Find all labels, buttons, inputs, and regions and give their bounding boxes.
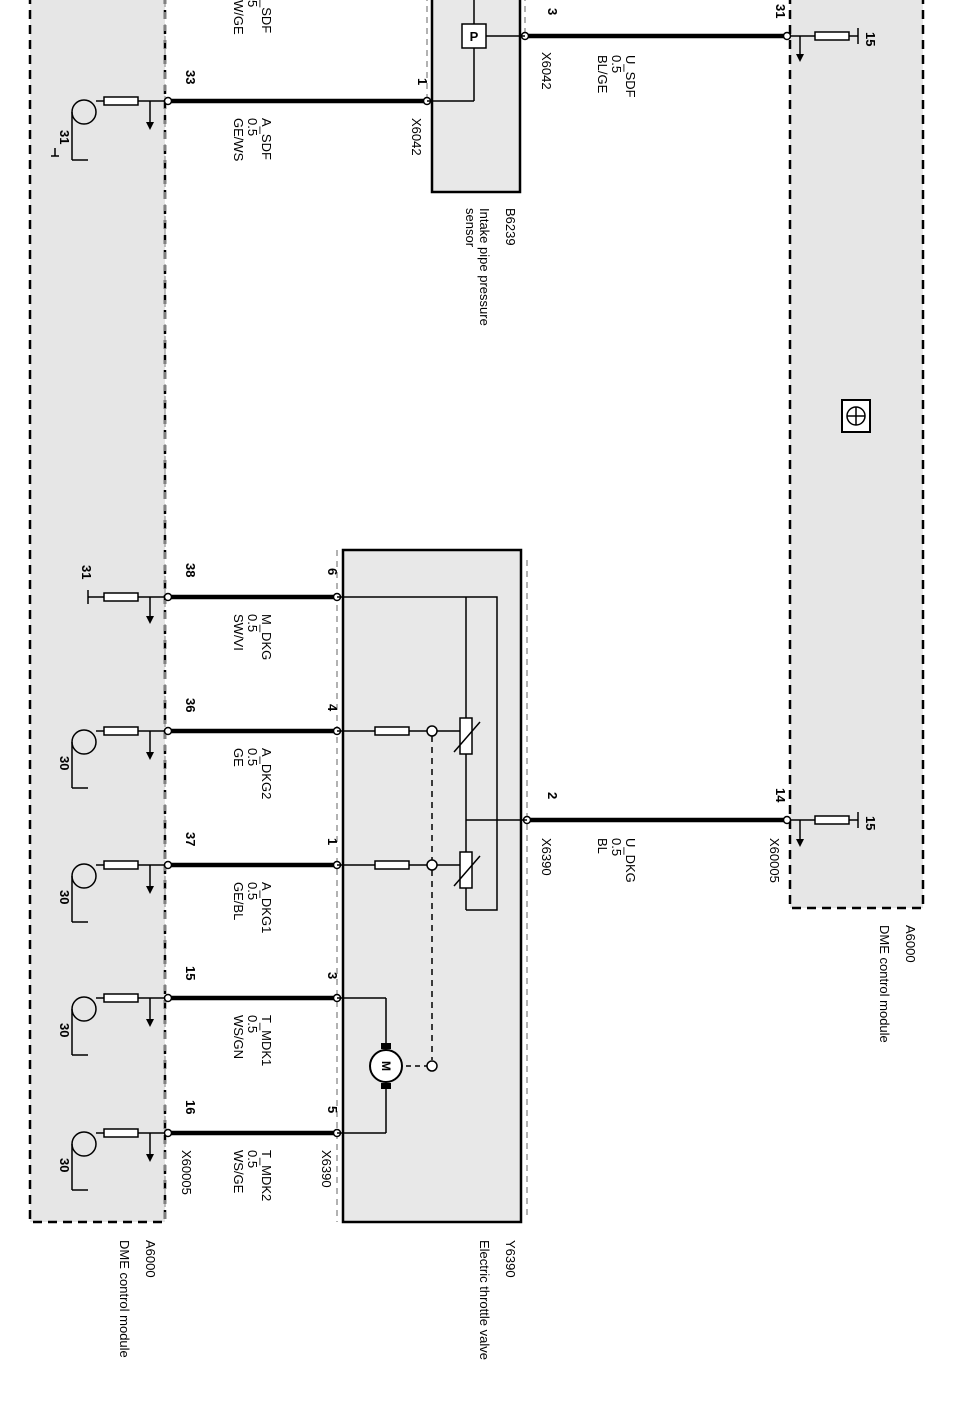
wire-size: 0.5	[245, 748, 260, 766]
resistor-icon	[87, 590, 165, 624]
dme-pin-number: 15	[183, 966, 198, 980]
device-pin-number: 1	[415, 78, 430, 85]
wire-color: GE/WS	[231, 118, 246, 162]
wire-signal: A_DKG2	[259, 748, 274, 799]
supply-label: 15	[863, 816, 878, 830]
sensor-name: sensor	[463, 208, 478, 248]
connector-pins	[163, 31, 792, 1138]
wire-color: WS/GE	[231, 1150, 246, 1194]
throttle-name: Electric throttle valve	[477, 1240, 492, 1360]
device-pin-number: 3	[325, 972, 340, 979]
potentiometer-icon	[459, 851, 473, 889]
transistor-icon	[71, 726, 165, 789]
transistor-icon	[51, 96, 165, 161]
dme-pin-number: 16	[183, 1100, 198, 1114]
pressure-sensor-icon: P	[427, 0, 525, 102]
wire-size: 0.5	[245, 1150, 260, 1168]
device-pin-number: 2	[545, 792, 560, 799]
wire-color: BL/GE	[595, 55, 610, 94]
device-pin-number: 3	[545, 8, 560, 15]
device-pin-number: 1	[325, 838, 340, 845]
dme-pin-number: 38	[183, 563, 198, 577]
wire-size: 5	[245, 0, 260, 7]
wire-size: 0.5	[245, 118, 260, 136]
dme-right-id: A6000	[903, 925, 918, 963]
sensor-name: Intake pipe pressure	[477, 208, 492, 326]
wire-color: BL	[595, 838, 610, 854]
wire-color: W/GE	[231, 0, 246, 35]
supply-label: 31	[79, 565, 94, 579]
device-pin-number: 4	[325, 704, 340, 712]
dme-pin-number: 37	[183, 832, 198, 846]
pressure-symbol-label: P	[470, 29, 479, 44]
connector-id: X6390	[539, 838, 554, 876]
wire-size: 0.5	[609, 55, 624, 73]
wire-signal: T_MDK1	[259, 1015, 274, 1066]
motor-icon: M	[369, 1043, 403, 1089]
dme-symbol-icon	[841, 399, 871, 433]
wire-signal: U_DKG	[623, 838, 638, 883]
wire-size: 0.5	[245, 614, 260, 632]
wire-size: 0.5	[245, 882, 260, 900]
device-pin-number: 5	[325, 1106, 340, 1113]
supply-label: 30	[57, 1023, 72, 1037]
wire-color: GE	[231, 748, 246, 767]
connector-id: X60005	[179, 1150, 194, 1195]
supply-label: 30	[57, 756, 72, 770]
resistor-icon	[790, 28, 859, 62]
motor-symbol-label: M	[379, 1061, 393, 1071]
wire-signal: M_DKG	[259, 614, 274, 660]
supply-label: 31	[57, 130, 72, 144]
supply-label: 30	[57, 890, 72, 904]
dme-module-right	[788, 0, 925, 910]
wires	[165, 33, 790, 1136]
wire-signal: A_DKG1	[259, 882, 274, 933]
transistor-icon	[71, 860, 165, 923]
connector-id: X6390	[319, 1150, 334, 1188]
dme-left-name: DME control module	[117, 1240, 132, 1358]
wire-signal: A_SDF	[259, 118, 274, 160]
wire-size: 0.5	[609, 838, 624, 856]
connector-id: X6042	[409, 118, 424, 156]
intake-pressure-sensor	[426, 0, 526, 194]
device-pin-number: 6	[325, 568, 340, 575]
throttle-internals: M	[337, 596, 527, 1134]
wire-signal: _SDF	[259, 0, 274, 33]
wire-color: WS/GN	[231, 1015, 246, 1059]
resistor-icon	[790, 812, 859, 847]
wire-color: GE/BL	[231, 882, 246, 920]
potentiometer-icon	[459, 717, 473, 755]
throttle-id: Y6390	[503, 1240, 518, 1278]
wire-signal: T_MDK2	[259, 1150, 274, 1201]
wire-color: SW/VI	[231, 614, 246, 651]
dme-pin-number: 33	[183, 70, 198, 84]
supply-label: 15	[863, 32, 878, 46]
connector-id: X60005	[767, 838, 782, 883]
dme-pin-number: 31	[773, 4, 788, 18]
dme-left-id: A6000	[143, 1240, 158, 1278]
dme-pin-number: 36	[183, 698, 198, 712]
sensor-id: B6239	[503, 208, 518, 246]
wire-signal: U_SDF	[623, 55, 638, 98]
dme-right-name: DME control module	[877, 925, 892, 1043]
dme-module-left	[28, 0, 167, 1224]
dme-pin-number: 14	[773, 788, 788, 803]
supply-label: 30	[57, 1158, 72, 1172]
wire-size: 0.5	[245, 1015, 260, 1033]
transistor-icon	[71, 1128, 165, 1191]
transistor-icon	[71, 993, 165, 1056]
connector-id: X6042	[539, 52, 554, 90]
